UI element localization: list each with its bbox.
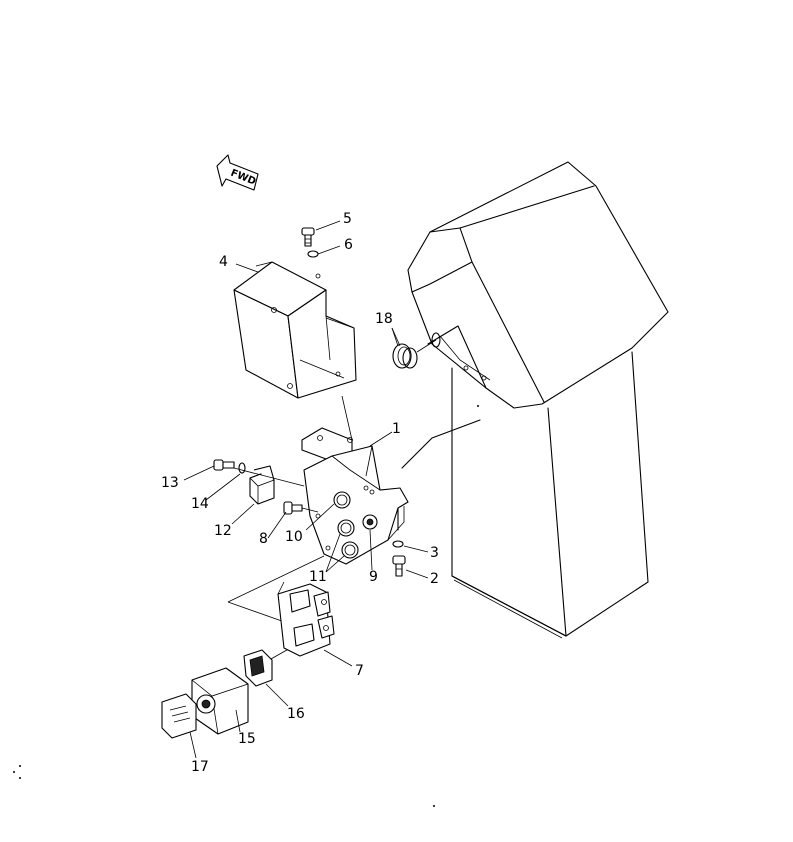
stray-marks [13, 405, 479, 807]
callout-2: 2 [430, 571, 439, 587]
part-18-grommet [391, 327, 437, 369]
callout-11: 11 [309, 569, 327, 585]
callout-leaders [183, 220, 429, 759]
part-14-washer [238, 462, 246, 474]
part-6-washer [307, 250, 319, 258]
part-16-switch-body [243, 649, 273, 687]
part-3-washer [392, 540, 404, 548]
callout-17: 17 [191, 759, 209, 775]
part-2-bolt [392, 555, 406, 577]
fwd-arrow-icon: FWD [216, 154, 259, 191]
part-17-cap [161, 693, 197, 739]
part-7-frame [277, 581, 335, 657]
callout-10: 10 [285, 529, 303, 545]
callout-5: 5 [343, 211, 352, 227]
part-1-bracket [301, 419, 481, 565]
callout-12: 12 [214, 523, 232, 539]
callout-8: 8 [259, 531, 268, 547]
part-11-switch-a [337, 519, 355, 537]
callout-16: 16 [287, 706, 305, 722]
callout-4: 4 [219, 254, 228, 270]
callout-6: 6 [344, 237, 353, 253]
callout-13: 13 [161, 475, 179, 491]
part-4-cover [233, 261, 357, 399]
callout-7: 7 [355, 663, 364, 679]
part-9-knob [362, 514, 378, 530]
part-10-switch [333, 491, 351, 509]
callout-3: 3 [430, 545, 439, 561]
callout-1: 1 [392, 421, 401, 437]
callout-18: 18 [375, 311, 393, 327]
callout-14: 14 [191, 496, 209, 512]
callout-15: 15 [238, 731, 256, 747]
part-12-block [249, 465, 275, 505]
part-13-bolt [213, 459, 235, 471]
part-8-screw [283, 501, 303, 515]
part-5-bolt [301, 227, 315, 247]
part-15-housing [191, 667, 249, 735]
part-11-switch-b [341, 541, 359, 559]
column-structure [407, 161, 669, 639]
callout-9: 9 [369, 569, 378, 585]
